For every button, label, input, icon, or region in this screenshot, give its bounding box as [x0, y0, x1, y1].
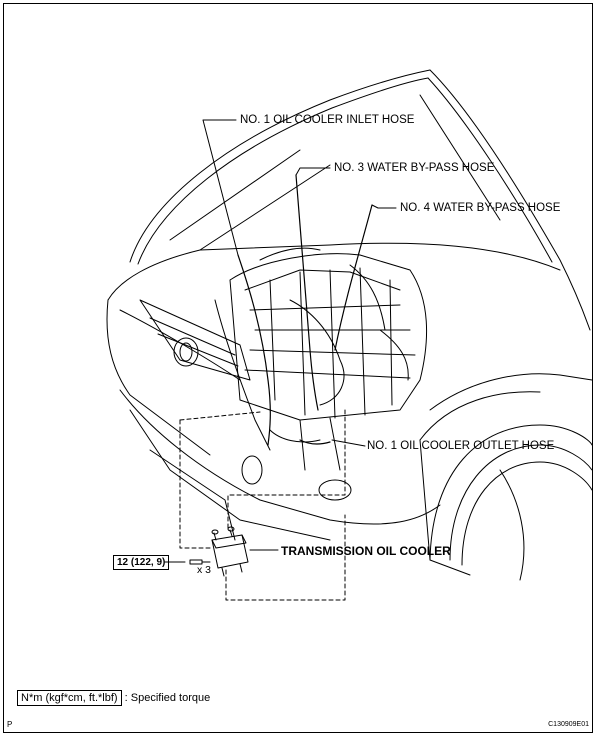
- hose-drawing: [237, 174, 373, 446]
- label-transmission-oil-cooler: TRANSMISSION OIL COOLER: [281, 544, 451, 558]
- engine-drawing: [214, 247, 427, 471]
- torque-unit-box: N*m (kgf*cm, ft.*lbf): [17, 690, 122, 706]
- figure-frame: [3, 3, 593, 733]
- vehicle-body-drawing: [106, 242, 593, 581]
- label-oil-cooler-inlet-hose: NO. 1 OIL COOLER INLET HOSE: [240, 114, 415, 126]
- hood-drawing: [129, 69, 591, 331]
- torque-spec-box: 12 (122, 9): [113, 555, 170, 570]
- oil-cooler-drawing: [189, 526, 249, 577]
- dashed-callout-lines: [179, 409, 346, 601]
- leader-lines: [164, 119, 397, 563]
- label-no4-water-bypass-hose: NO. 4 WATER BY-PASS HOSE: [400, 202, 561, 214]
- figure-code: C130909E01: [548, 721, 589, 728]
- bolt-quantity: x 3: [197, 564, 212, 576]
- corner-mark: P: [7, 720, 13, 729]
- torque-legend-text: : Specified torque: [124, 692, 211, 704]
- torque-legend: N*m (kgf*cm, ft.*lbf) : Specified torque: [17, 690, 211, 706]
- label-no3-water-bypass-hose: NO. 3 WATER BY-PASS HOSE: [334, 162, 495, 174]
- label-oil-cooler-outlet-hose: NO. 1 OIL COOLER OUTLET HOSE: [367, 440, 555, 452]
